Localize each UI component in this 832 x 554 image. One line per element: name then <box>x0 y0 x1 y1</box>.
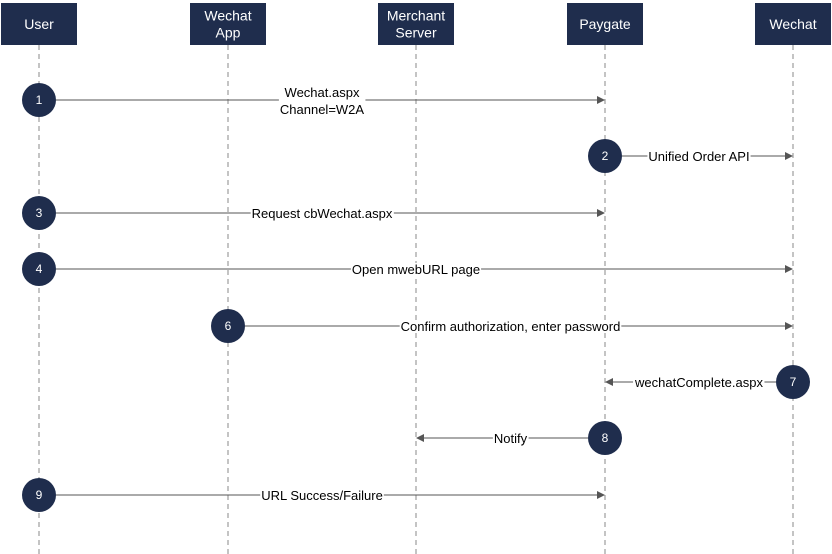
step-circle <box>22 83 56 117</box>
step-circle <box>211 309 245 343</box>
step-number: 4 <box>36 262 43 276</box>
message-label: URL Success/Failure <box>260 488 384 503</box>
step-badge: 8 <box>588 421 622 455</box>
step-number: 1 <box>36 93 43 107</box>
label-background <box>633 376 765 389</box>
message-label: wechatComplete.aspx <box>633 375 765 390</box>
step-number: 6 <box>225 319 232 333</box>
message-step-3: Request cbWechat.aspx 3 <box>22 196 605 230</box>
message-label-line: Request cbWechat.aspx <box>252 206 393 221</box>
label-background <box>492 432 529 445</box>
participant-user: User <box>1 3 77 45</box>
message-step-4: Open mwebURL page 4 <box>22 252 793 286</box>
step-badge: 7 <box>776 365 810 399</box>
message-label: Open mwebURL page <box>350 262 482 277</box>
step-badge: 4 <box>22 252 56 286</box>
message-label-line: Channel=W2A <box>280 102 365 117</box>
message-label: Confirm authorization, enter password <box>399 319 622 334</box>
message-step-7: wechatComplete.aspx 7 <box>605 365 810 399</box>
label-background <box>260 489 384 502</box>
message-label-line: Wechat.aspx <box>285 85 360 100</box>
step-badge: 9 <box>22 478 56 512</box>
step-circle <box>22 252 56 286</box>
step-circle <box>776 365 810 399</box>
step-number: 9 <box>36 488 43 502</box>
message-label: Request cbWechat.aspx <box>250 206 394 221</box>
participant-wechat: Wechat <box>755 3 831 45</box>
message-label-line: Unified Order API <box>648 149 749 164</box>
participant-label: Merchant <box>387 8 445 24</box>
message-step-6: Confirm authorization, enter password 6 <box>211 309 793 343</box>
participant-label: Wechat <box>769 16 816 32</box>
participant-box <box>755 3 831 45</box>
message-step-9: URL Success/Failure 9 <box>22 478 605 512</box>
message-step-8: Notify 8 <box>416 421 622 455</box>
message-label-line: wechatComplete.aspx <box>634 375 763 390</box>
step-badge: 3 <box>22 196 56 230</box>
message-step-2: Unified Order API 2 <box>588 139 793 173</box>
label-background <box>647 150 751 163</box>
participant-box <box>190 3 266 45</box>
message-label: Notify <box>492 431 529 446</box>
step-badge: 6 <box>211 309 245 343</box>
step-badge: 2 <box>588 139 622 173</box>
message-label-line: Confirm authorization, enter password <box>401 319 621 334</box>
step-circle <box>588 139 622 173</box>
participant-label: App <box>216 25 241 41</box>
step-number: 3 <box>36 206 43 220</box>
step-number: 7 <box>790 375 797 389</box>
step-circle <box>22 478 56 512</box>
label-background <box>350 263 482 276</box>
message-label: Unified Order API <box>647 149 751 164</box>
participant-label: Server <box>395 25 437 41</box>
step-number: 2 <box>602 149 609 163</box>
participant-label: Paygate <box>579 16 631 32</box>
step-circle <box>588 421 622 455</box>
step-number: 8 <box>602 431 609 445</box>
label-background <box>250 207 394 220</box>
message-label-line: Open mwebURL page <box>352 262 480 277</box>
message-label-line: URL Success/Failure <box>261 488 383 503</box>
participant-label: Wechat <box>204 8 251 24</box>
step-badge: 1 <box>22 83 56 117</box>
participant-label: User <box>24 16 54 32</box>
participant-box <box>1 3 77 45</box>
label-background <box>399 320 622 333</box>
step-circle <box>22 196 56 230</box>
message-label-line: Notify <box>494 431 528 446</box>
participant-paygate: Paygate <box>567 3 643 45</box>
label-background <box>278 86 366 116</box>
participant-box <box>378 3 454 45</box>
participant-box <box>567 3 643 45</box>
